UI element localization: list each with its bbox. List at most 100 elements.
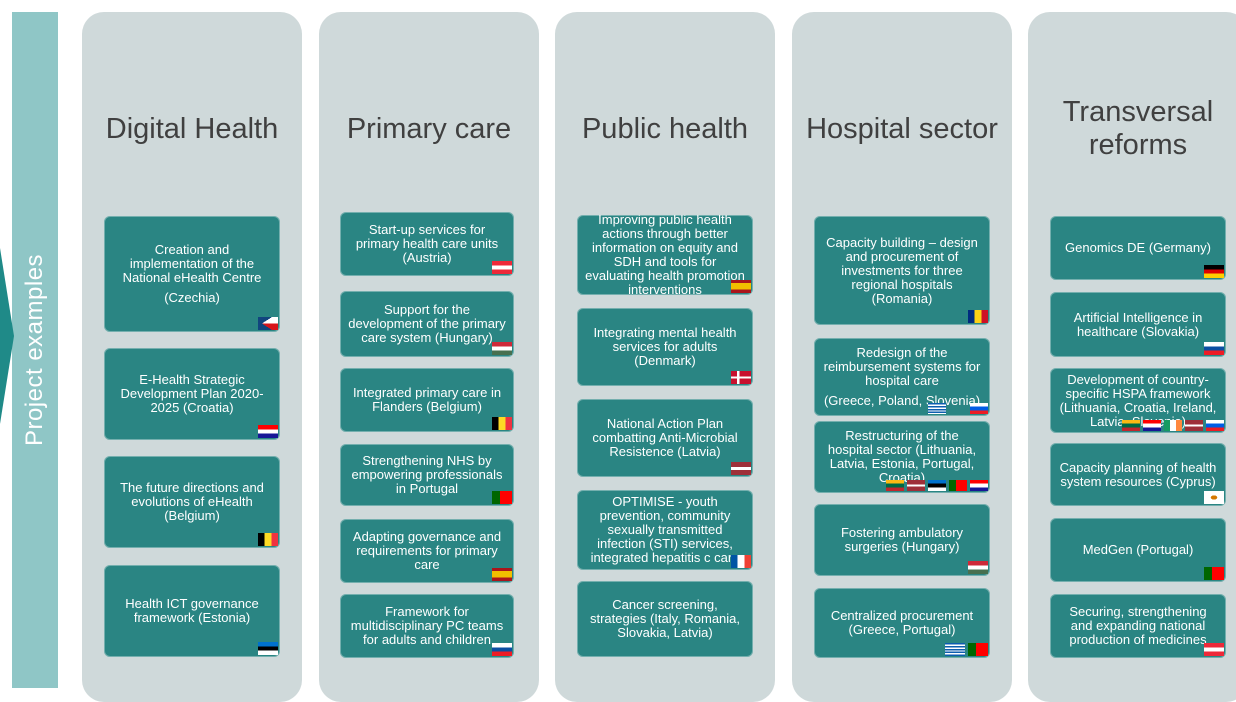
latvia-flag-icon: [1185, 420, 1203, 431]
lithuania-flag-icon: [1122, 420, 1140, 431]
project-card[interactable]: Securing, strengthening and expanding na…: [1050, 594, 1226, 658]
project-card[interactable]: Improving public health actions through …: [577, 215, 753, 295]
project-card[interactable]: Genomics DE (Germany): [1050, 216, 1226, 280]
country-flags: [258, 642, 278, 655]
lithuania-flag-icon: [886, 480, 904, 491]
project-card[interactable]: Creation and implementation of the Natio…: [104, 216, 280, 332]
column-title: Transversal reforms: [1062, 96, 1214, 161]
country-flags: [731, 462, 751, 475]
project-card-text: Cancer screening, strategies (Italy, Rom…: [589, 597, 741, 640]
country-flags: [258, 425, 278, 438]
project-card-text: National Action Plan combatting Anti-Mic…: [592, 416, 738, 459]
portugal-flag-icon: [1204, 567, 1224, 580]
column-5: Transversal reforms: [1028, 12, 1236, 702]
country-flags: [968, 561, 988, 574]
poland-flag-icon: [949, 403, 967, 414]
estonia-flag-icon: [928, 480, 946, 491]
germany-flag-icon: [1204, 265, 1224, 278]
country-flags: [492, 417, 512, 430]
country-flags: [945, 643, 988, 656]
project-card[interactable]: Start-up services for primary health car…: [340, 212, 514, 276]
project-card[interactable]: The future directions and evolutions of …: [104, 456, 280, 548]
denmark-flag-icon: [731, 371, 751, 384]
project-card[interactable]: Capacity planning of health system resou…: [1050, 443, 1226, 506]
project-card[interactable]: Fostering ambulatory surgeries (Hungary): [814, 504, 990, 576]
column-title: Hospital sector: [806, 112, 998, 145]
country-flags: [731, 371, 751, 384]
project-card-text: (Czechia): [164, 290, 220, 305]
slovenia-flag-icon: [970, 403, 988, 414]
project-card-text: MedGen (Portugal): [1082, 542, 1194, 557]
project-card[interactable]: Strengthening NHS by empowering professi…: [340, 444, 514, 506]
project-card-text: OPTIMISE - youth prevention, community s…: [590, 494, 740, 565]
slovakia-flag-icon: [1204, 342, 1224, 355]
country-flags: [492, 261, 512, 274]
project-card-text: Improving public health actions through …: [585, 215, 745, 295]
project-card-text: Capacity planning of health system resou…: [1059, 459, 1217, 489]
project-card-text: Fostering ambulatory surgeries (Hungary): [840, 525, 964, 554]
spain-flag-icon: [492, 568, 512, 581]
project-card[interactable]: E-Health Strategic Development Plan 2020…: [104, 348, 280, 440]
project-card[interactable]: Integrating mental health services for a…: [577, 308, 753, 386]
project-card[interactable]: Integrated primary care in Flanders (Bel…: [340, 368, 514, 432]
country-flags: [731, 555, 751, 568]
country-flags: [1204, 265, 1224, 278]
romania-flag-icon: [968, 310, 988, 323]
country-flags: [1204, 342, 1224, 355]
belgium-flag-icon: [258, 533, 278, 546]
project-card[interactable]: Framework for multidisciplinary PC teams…: [340, 594, 514, 658]
portugal-flag-icon: [949, 480, 967, 491]
project-card[interactable]: Centralized procurement (Greece, Portuga…: [814, 588, 990, 658]
country-flags: [492, 342, 512, 355]
project-card-text: Redesign of the reimbursement systems fo…: [823, 345, 981, 388]
country-flags: [731, 280, 751, 293]
project-card[interactable]: OPTIMISE - youth prevention, community s…: [577, 490, 753, 570]
country-flags: [1204, 567, 1224, 580]
czechia-flag-icon: [258, 317, 278, 330]
estonia-flag-icon: [258, 642, 278, 655]
project-card[interactable]: Development of country-specific HSPA fra…: [1050, 368, 1226, 433]
croatia-flag-icon: [970, 480, 988, 491]
project-card[interactable]: Health ICT governance framework (Estonia…: [104, 565, 280, 657]
chevron-right-icon: [0, 248, 14, 424]
france-flag-icon: [731, 555, 751, 568]
country-flags: [1122, 420, 1224, 431]
project-card-text: Integrated primary care in Flanders (Bel…: [352, 385, 502, 414]
belgium-flag-icon: [492, 417, 512, 430]
project-card[interactable]: Restructuring of the hospital sector (Li…: [814, 421, 990, 493]
country-flags: [928, 403, 988, 414]
project-card-text: E-Health Strategic Development Plan 2020…: [120, 372, 264, 415]
project-card[interactable]: Capacity building – design and procureme…: [814, 216, 990, 325]
country-flags: [492, 643, 512, 656]
portugal-flag-icon: [492, 491, 512, 504]
project-card[interactable]: MedGen (Portugal): [1050, 518, 1226, 582]
project-card-text: Creation and implementation of the Natio…: [122, 242, 262, 285]
project-card[interactable]: Redesign of the reimbursement systems fo…: [814, 338, 990, 416]
project-card-text: The future directions and evolutions of …: [120, 480, 264, 523]
project-card-text: Genomics DE (Germany): [1065, 240, 1211, 255]
country-flags: [492, 568, 512, 581]
project-card[interactable]: Support for the development of the prima…: [340, 291, 514, 357]
project-card-text: Centralized procurement (Greece, Portuga…: [830, 608, 974, 637]
project-card-text: Strengthening NHS by empowering professi…: [351, 453, 503, 496]
country-flags: [1204, 491, 1224, 504]
austria-flag-icon: [492, 261, 512, 274]
project-card-text: Support for the development of the prima…: [348, 302, 506, 345]
project-card[interactable]: Cancer screening, strategies (Italy, Rom…: [577, 581, 753, 657]
hungary-flag-icon: [968, 561, 988, 574]
latvia-flag-icon: [907, 480, 925, 491]
project-card[interactable]: Artificial Intelligence in healthcare (S…: [1050, 292, 1226, 357]
project-card-text: Capacity building – design and procureme…: [826, 234, 978, 306]
country-flags: [492, 491, 512, 504]
project-card-text: Securing, strengthening and expanding na…: [1069, 604, 1207, 647]
project-card-text: Start-up services for primary health car…: [355, 222, 499, 265]
spain-flag-icon: [731, 280, 751, 293]
portugal-flag-icon: [968, 643, 988, 656]
project-card-text: Integrating mental health services for a…: [593, 325, 737, 368]
project-card[interactable]: Adapting governance and requirements for…: [340, 519, 514, 583]
column-title: Digital Health: [105, 112, 279, 145]
project-card-text: Framework for multidisciplinary PC teams…: [350, 604, 504, 647]
latvia-flag-icon: [731, 462, 751, 475]
project-card[interactable]: National Action Plan combatting Anti-Mic…: [577, 399, 753, 477]
slovakia-flag-icon: [492, 643, 512, 656]
